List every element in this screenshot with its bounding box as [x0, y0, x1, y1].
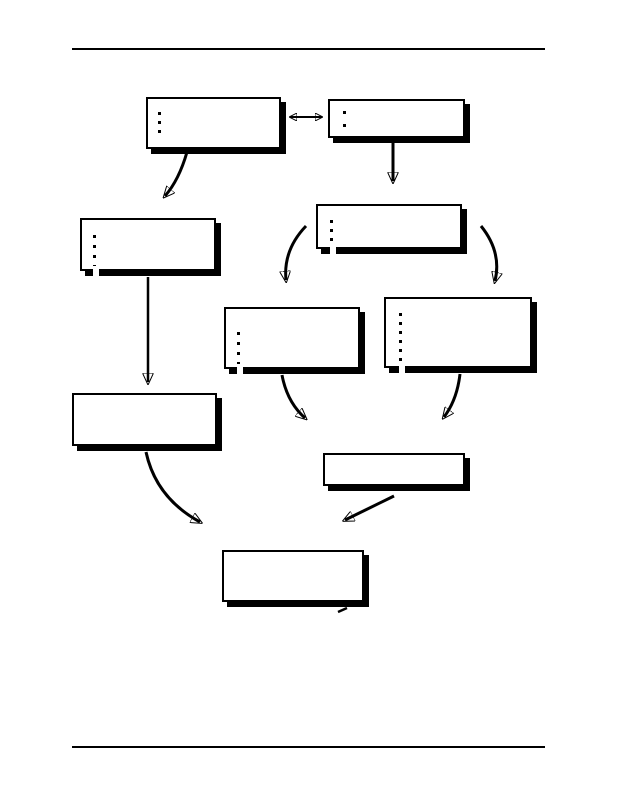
- bullet-dot: [93, 245, 96, 248]
- node-right: [384, 297, 532, 373]
- node-top-right: [328, 99, 465, 138]
- bullet-dot: [93, 235, 96, 238]
- bullet-dot: [330, 229, 333, 232]
- bullet-dot: [343, 111, 346, 114]
- bottom-rule: [72, 746, 545, 748]
- bullet-dot: [399, 358, 402, 361]
- bullet-dot: [330, 220, 333, 223]
- node-lower-right: [323, 453, 465, 486]
- bullet-dot: [343, 124, 346, 127]
- node-center: [224, 307, 360, 374]
- bullet-dot: [399, 340, 402, 343]
- arrow-lowerleft-bottom: [144, 451, 200, 522]
- bullet-list: [158, 112, 161, 133]
- arrow-lowerright-bottom: [345, 494, 395, 520]
- bullet-list: [330, 220, 333, 241]
- top-rule: [72, 48, 545, 50]
- bullet-dot: [237, 342, 240, 345]
- bullet-dot: [237, 352, 240, 355]
- bullet-dot: [399, 349, 402, 352]
- bullet-dot: [399, 331, 402, 334]
- arrow-topleft-midleft: [165, 151, 189, 196]
- bullet-list: [399, 313, 402, 361]
- bullet-list: [237, 332, 240, 365]
- bullet-dot: [93, 255, 96, 258]
- bullet-dot: [158, 112, 161, 115]
- arrow-right-lowerright: [444, 373, 462, 417]
- bullet-list: [343, 111, 346, 127]
- border-notch: [399, 363, 405, 373]
- arrow-center-lowerright: [280, 374, 305, 418]
- node-top-left: [146, 97, 281, 149]
- bullet-dot: [158, 130, 161, 133]
- bullet-list: [93, 235, 96, 268]
- bullet-dot: [158, 121, 161, 124]
- bullet-dot: [237, 332, 240, 335]
- stray-mark: [337, 606, 348, 614]
- bullet-dot: [237, 362, 240, 365]
- bullet-dot: [399, 322, 402, 325]
- border-notch: [93, 266, 99, 276]
- arrow-midright-right: [479, 225, 497, 281]
- bullet-dot: [330, 238, 333, 241]
- node-mid-right: [316, 204, 462, 254]
- arrow-midright-center: [286, 224, 308, 280]
- node-mid-left: [80, 218, 216, 276]
- border-notch: [330, 244, 336, 254]
- bullet-dot: [399, 313, 402, 316]
- node-lower-left: [72, 393, 217, 446]
- node-bottom: [222, 550, 364, 602]
- border-notch: [237, 364, 243, 374]
